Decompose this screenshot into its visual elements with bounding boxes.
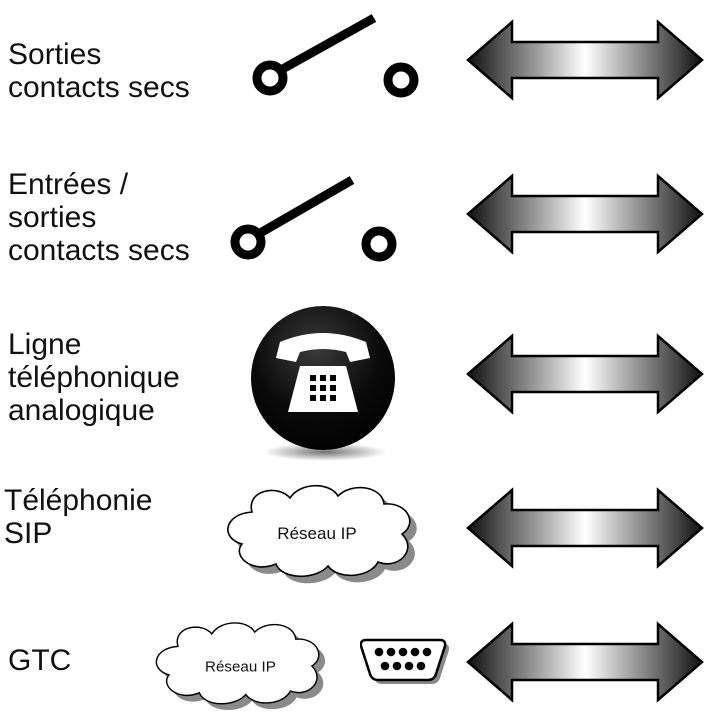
- label-line: Sorties: [8, 38, 102, 71]
- switch-contact-icon: [230, 176, 397, 262]
- cloud-label: Réseau IP: [205, 658, 276, 675]
- row-ligne-telephonique-analogique: Ligne téléphonique analogique: [0, 300, 705, 461]
- serial-port-icon: [360, 638, 450, 684]
- double-arrow-icon: [466, 19, 704, 101]
- switch-contact-icon: [252, 14, 419, 98]
- label-line: Téléphonie: [4, 484, 153, 517]
- label-line: téléphonique: [8, 361, 180, 394]
- row-label: Entrées / sorties contacts secs: [8, 168, 190, 267]
- double-arrow-icon: [466, 333, 704, 415]
- row-entrees-sorties-contacts-secs: Entrées / sorties contacts secs: [0, 160, 705, 280]
- double-arrow-icon: [466, 173, 704, 255]
- cloud-network-icon: Réseau IP: [155, 622, 326, 710]
- label-line: GTC: [8, 644, 72, 677]
- label-line: sorties: [8, 201, 97, 234]
- row-label: Ligne téléphonique analogique: [8, 328, 180, 427]
- double-arrow-icon: [466, 487, 704, 569]
- row-telephonie-sip: Téléphonie SIP Réseau IP: [0, 470, 705, 590]
- label-line: contacts secs: [8, 71, 190, 104]
- cloud-label: Réseau IP: [277, 524, 356, 543]
- label-line: Ligne: [8, 328, 82, 361]
- row-label: Sorties contacts secs: [8, 38, 190, 104]
- cloud-network-icon: Réseau IP: [227, 485, 417, 584]
- row-label: GTC: [8, 644, 71, 677]
- label-line: contacts secs: [8, 234, 190, 267]
- row-sorties-contacts-secs: Sorties contacts secs: [0, 0, 705, 120]
- label-line: SIP: [4, 517, 53, 550]
- row-gtc: GTC Réseau IP: [0, 608, 705, 715]
- row-label: Téléphonie SIP: [4, 484, 152, 550]
- double-arrow-icon: [466, 621, 704, 703]
- telephone-icon: [251, 306, 395, 461]
- label-line: Entrées /: [8, 168, 129, 201]
- label-line: analogique: [8, 394, 155, 427]
